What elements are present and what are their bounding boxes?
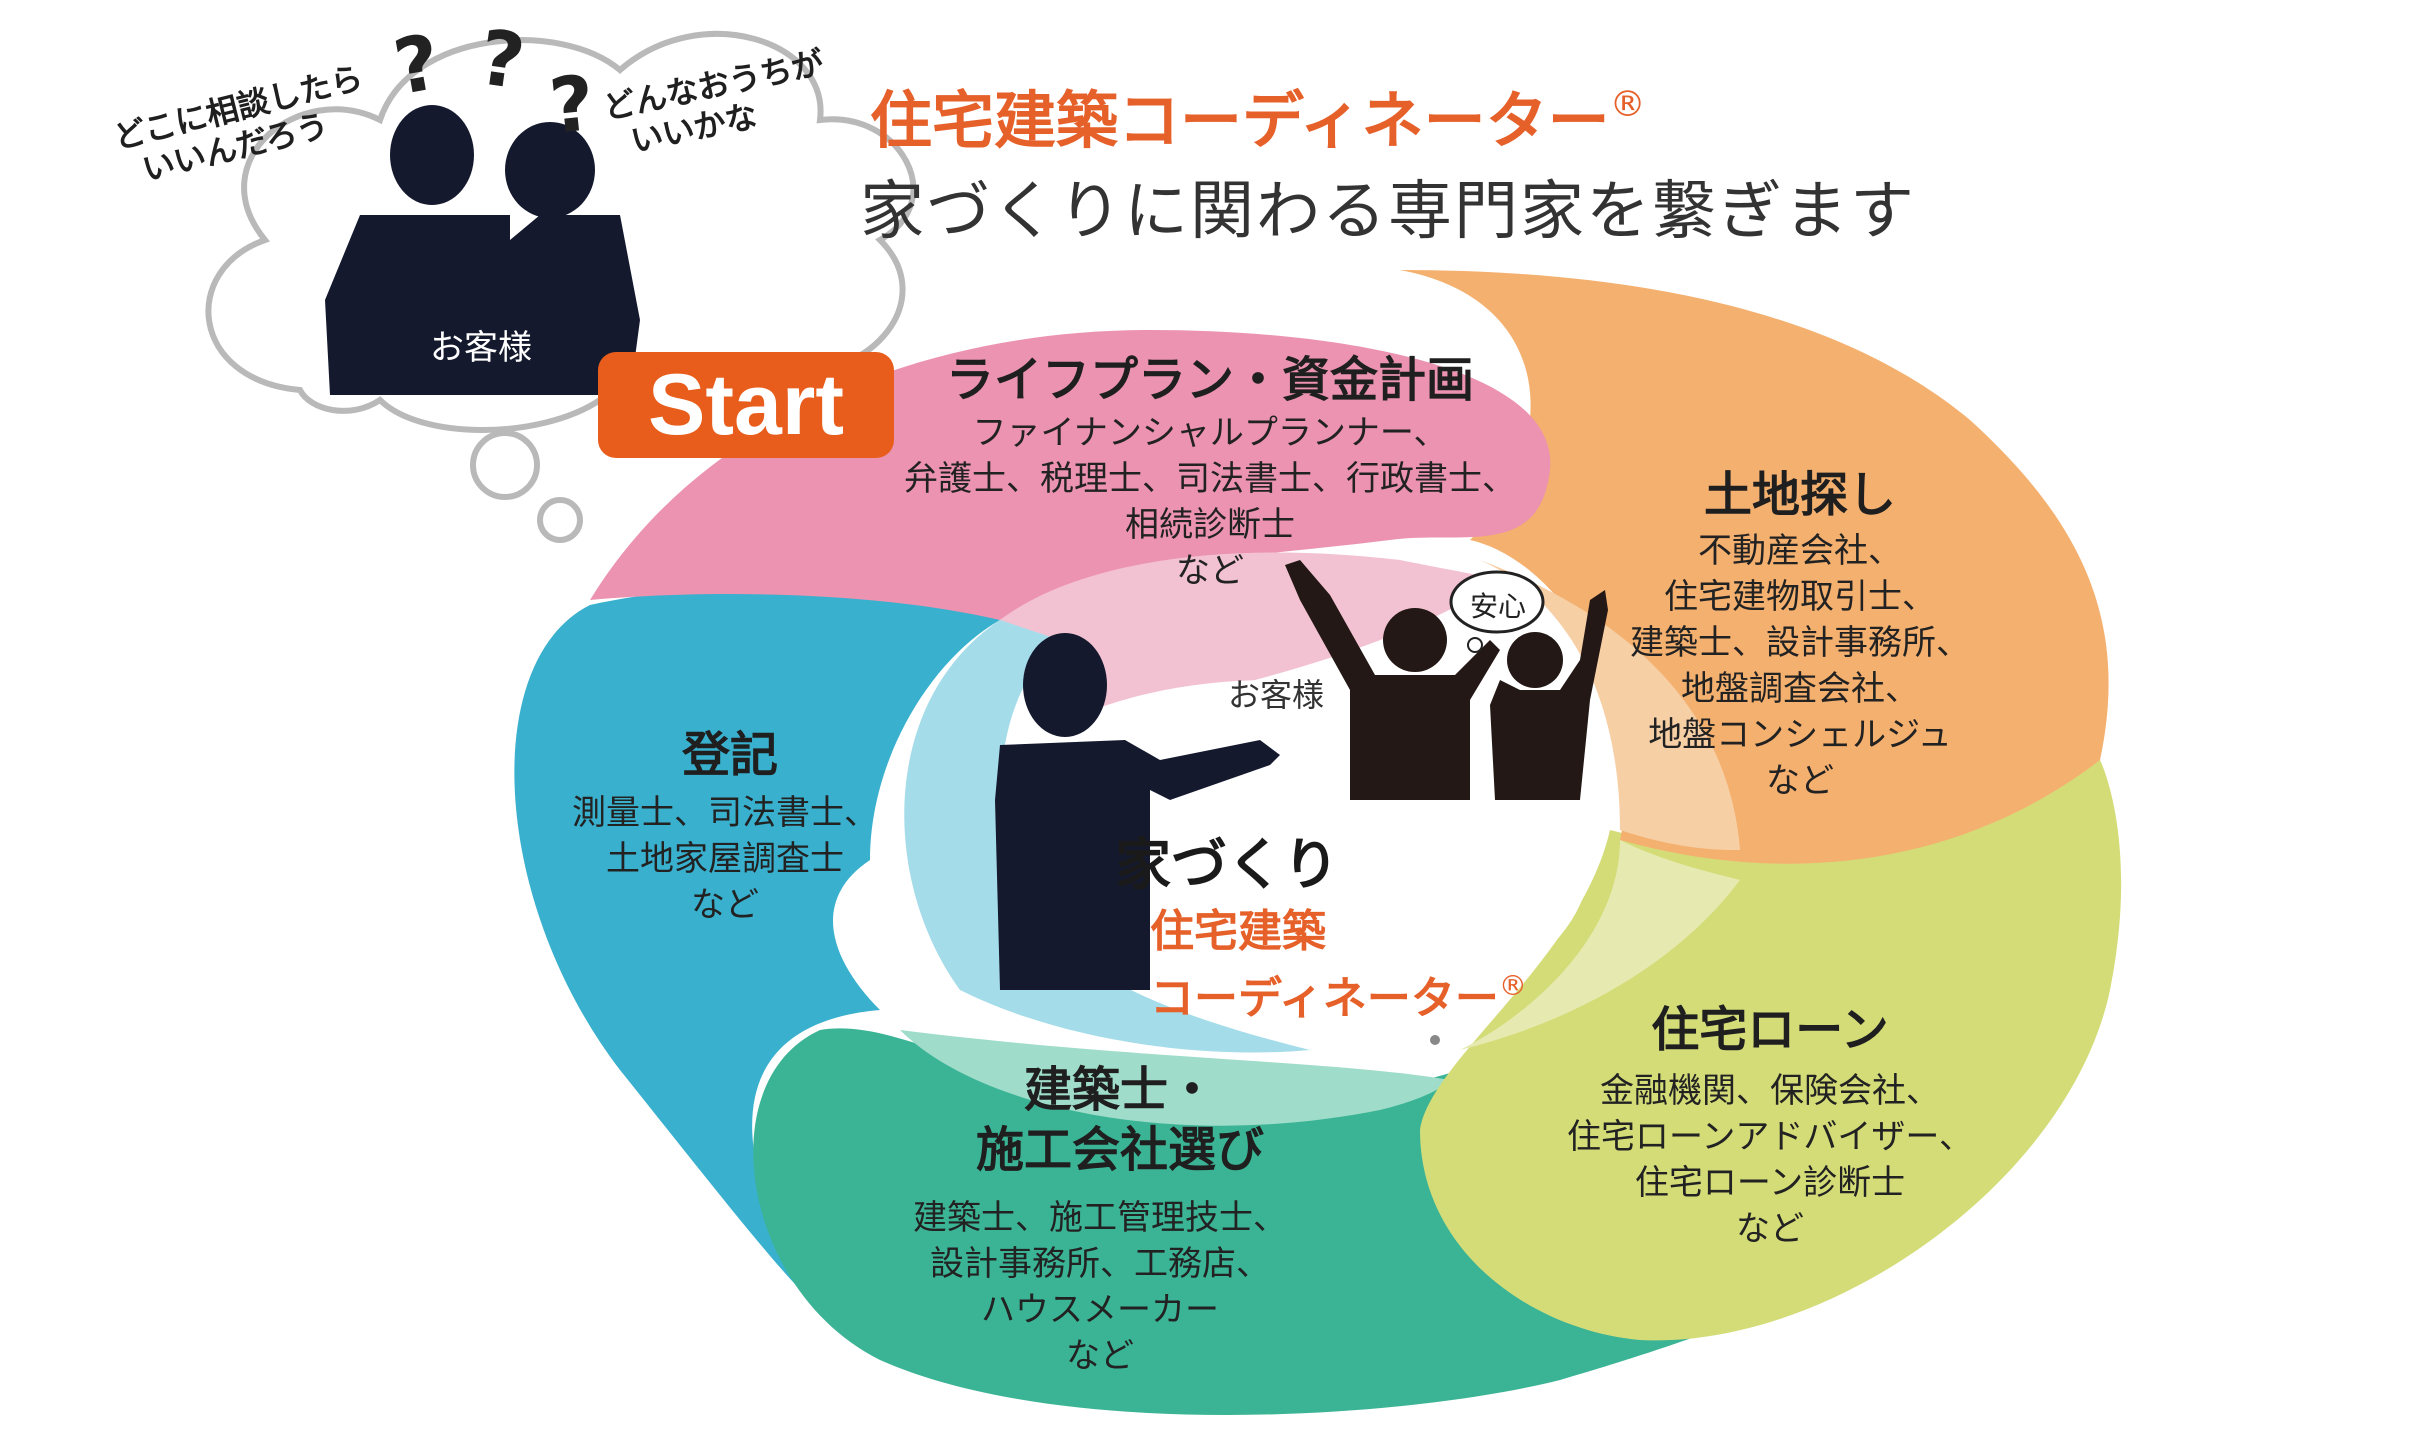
lifeplan-heading: ライフプラン・資金計画 <box>945 352 1474 408</box>
registration-body: 測量士、司法書士、 土地家屋調査士 など <box>572 793 878 925</box>
center-customer-label: お客様 <box>1228 676 1325 714</box>
bubble-customers-silhouette <box>325 105 640 395</box>
segment-land-shape <box>1400 270 2109 864</box>
center-dot <box>1430 1035 1440 1045</box>
bubble-customer-label: お客様 <box>430 328 532 368</box>
segment-builder-shape <box>753 1028 1740 1415</box>
segment-registration-shape <box>514 587 1000 1300</box>
lifeplan-body: ファイナンシャルプランナー、 弁護士、税理士、司法書士、行政書士、 相続診断士 … <box>904 413 1516 591</box>
land-heading: 土地探し <box>1703 467 1896 523</box>
builder-heading: 建築士・ 施工会社選び <box>975 1062 1264 1178</box>
start-button[interactable]: Start <box>598 352 894 458</box>
center-title: 家づくり <box>1115 833 1339 898</box>
page-subtitle: 家づくりに関わる専門家を繋ぎます <box>860 175 1916 249</box>
loan-heading: 住宅ローン <box>1651 1002 1889 1058</box>
coordinator-silhouette <box>995 633 1280 990</box>
anshin-bubble <box>1449 570 1545 653</box>
page-title: 住宅建築コーディネーター® <box>870 84 1646 157</box>
anshin-label: 安心 <box>1470 590 1527 623</box>
builder-body: 建築士、施工管理技士、 設計事務所、工務店、 ハウスメーカー など <box>913 1198 1287 1376</box>
segment-loan-shape <box>1420 760 2122 1341</box>
center-coordinator-label: 住宅建築 コーディネーター® <box>1150 906 1527 1024</box>
registration-heading: 登記 <box>681 727 778 783</box>
center-customers-silhouette <box>1285 560 1608 800</box>
question-mark-3: ? <box>545 57 599 152</box>
loan-body: 金融機関、保険会社、 住宅ローンアドバイザー、 住宅ローン診断士 など <box>1567 1071 1973 1249</box>
land-body: 不動産会社、 住宅建物取引士、 建築士、設計事務所、 地盤調査会社、 地盤コンシ… <box>1630 531 1970 801</box>
